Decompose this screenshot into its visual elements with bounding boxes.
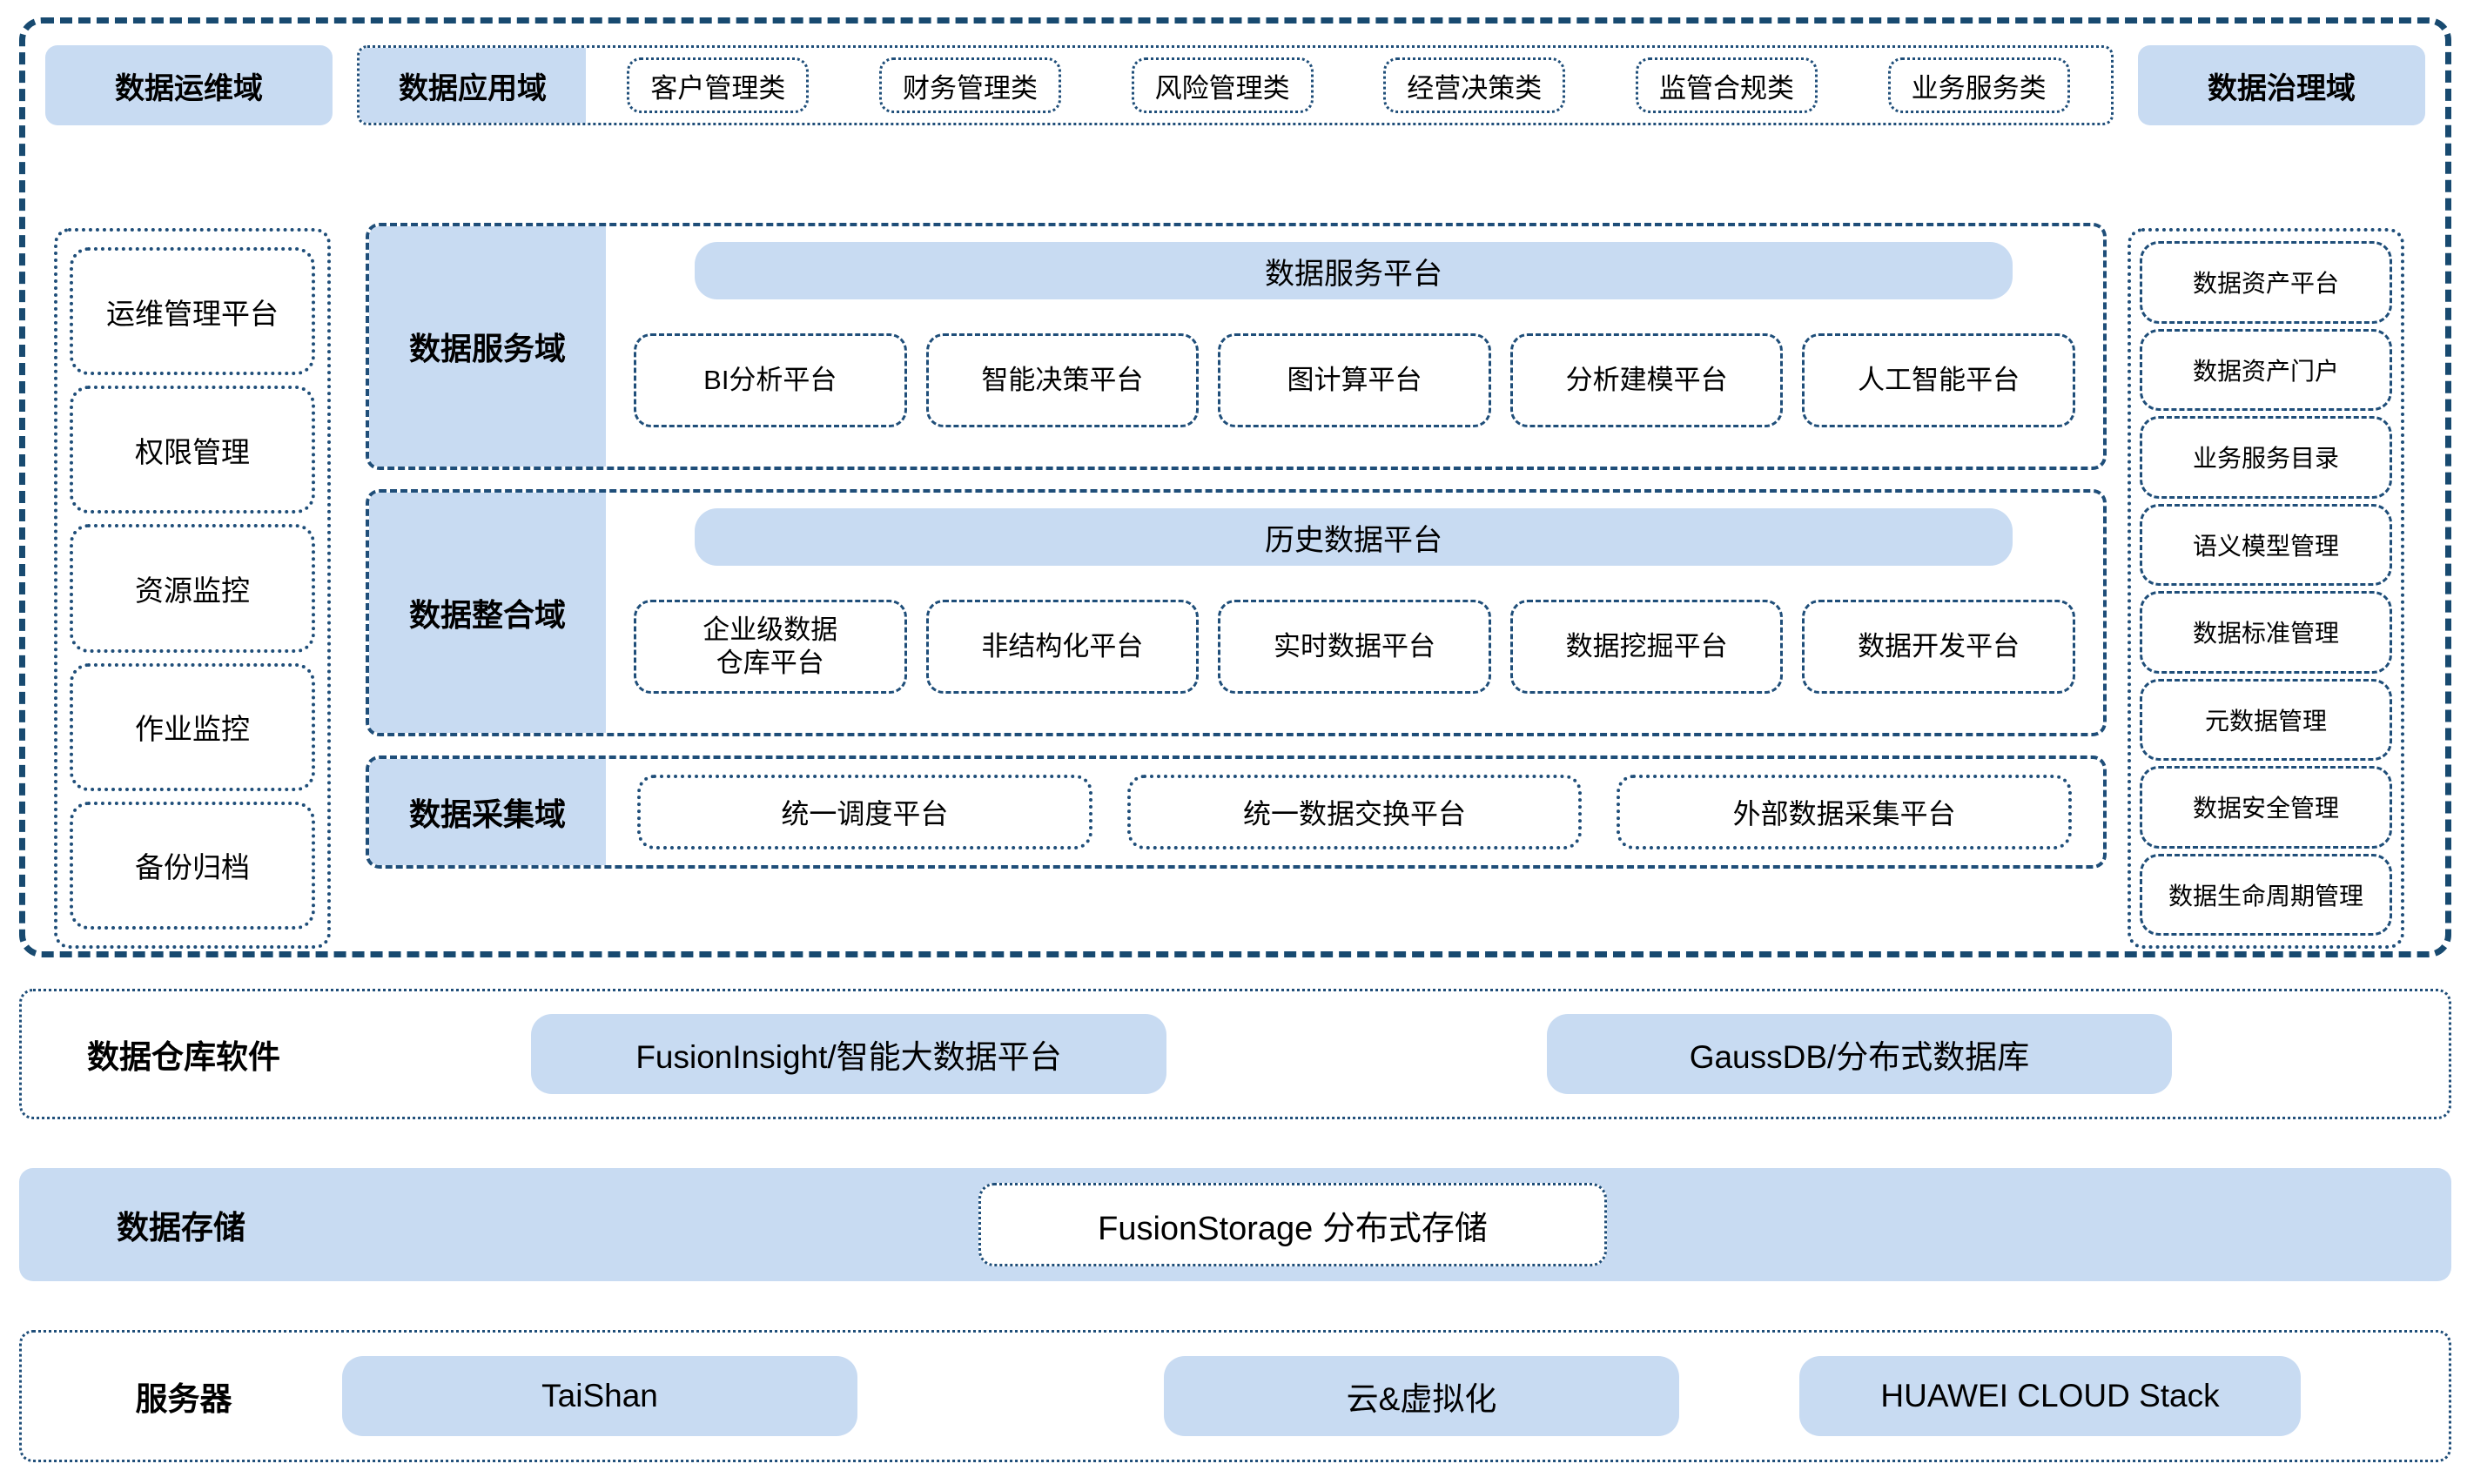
integration-domain-band: 数据整合域 历史数据平台 企业级数据仓库平台 非结构化平台 实时数据平台 数据挖…	[366, 489, 2107, 736]
service-domain-title: 数据服务域	[369, 226, 606, 467]
top-domain-row: 数据运维域 数据应用域 客户管理类 财务管理类 风险管理类 经营决策类 监管合规…	[45, 45, 2425, 125]
governance-item[interactable]: 数据标准管理	[2140, 591, 2392, 674]
governance-item[interactable]: 数据安全管理	[2140, 766, 2392, 849]
server-item-virtualization[interactable]: 云&虚拟化	[1164, 1356, 1679, 1436]
governance-item[interactable]: 数据资产门户	[2140, 328, 2392, 411]
integration-platform-item[interactable]: 非结构化平台	[925, 600, 1200, 694]
service-platform-item[interactable]: 智能决策平台	[925, 333, 1200, 427]
ops-domain-title: 数据运维域	[45, 45, 333, 125]
server-layer: 服务器 TaiShan 云&虚拟化 HUAWEI CLOUD Stack	[19, 1330, 2451, 1462]
app-category-list: 客户管理类 财务管理类 风险管理类 经营决策类 监管合规类 业务服务类	[586, 48, 2111, 123]
server-item-taishan[interactable]: TaiShan	[342, 1356, 857, 1436]
collection-platform-item[interactable]: 统一调度平台	[637, 775, 1092, 849]
server-item-huawei-cloud-stack[interactable]: HUAWEI CLOUD Stack	[1799, 1356, 2301, 1436]
server-layer-items: TaiShan 云&虚拟化 HUAWEI CLOUD Stack	[342, 1333, 2449, 1460]
governance-item[interactable]: 语义模型管理	[2140, 503, 2392, 586]
collection-domain-body: 统一调度平台 统一数据交换平台 外部数据采集平台	[606, 759, 2103, 865]
data-service-platform-bar[interactable]: 数据服务平台	[695, 242, 2013, 299]
service-domain-band: 数据服务域 数据服务平台 BI分析平台 智能决策平台 图计算平台 分析建模平台 …	[366, 223, 2107, 470]
storage-layer-title: 数据存储	[117, 1210, 245, 1246]
ops-domain-item[interactable]: 资源监控	[70, 524, 315, 653]
ops-domain-item[interactable]: 备份归档	[70, 801, 315, 930]
integration-platform-item[interactable]: 实时数据平台	[1218, 600, 1491, 694]
app-category-chip[interactable]: 客户管理类	[627, 57, 810, 113]
app-category-chip[interactable]: 风险管理类	[1131, 57, 1314, 113]
service-platform-item[interactable]: 图计算平台	[1218, 333, 1491, 427]
governance-item[interactable]: 数据资产平台	[2140, 241, 2392, 324]
integration-platform-item[interactable]: 企业级数据仓库平台	[634, 600, 907, 694]
center-domain-stack: 数据服务域 数据服务平台 BI分析平台 智能决策平台 图计算平台 分析建模平台 …	[366, 223, 2107, 954]
warehouse-item-gaussdb[interactable]: GaussDB/分布式数据库	[1547, 1014, 2172, 1094]
warehouse-layer-items: FusionInsight/智能大数据平台 GaussDB/分布式数据库	[346, 991, 2449, 1117]
service-platform-item[interactable]: BI分析平台	[634, 333, 907, 427]
collection-platform-item[interactable]: 外部数据采集平台	[1617, 775, 2073, 849]
collection-domain-title: 数据采集域	[369, 759, 606, 865]
warehouse-layer-title: 数据仓库软件	[87, 1039, 280, 1075]
ops-domain-item[interactable]: 作业监控	[70, 662, 315, 791]
service-domain-body: 数据服务平台 BI分析平台 智能决策平台 图计算平台 分析建模平台 人工智能平台	[606, 226, 2103, 467]
app-category-chip[interactable]: 业务服务类	[1887, 57, 2070, 113]
storage-item-fusionstorage[interactable]: FusionStorage 分布式存储	[978, 1183, 1607, 1266]
app-category-chip[interactable]: 监管合规类	[1635, 57, 1818, 113]
integration-domain-title: 数据整合域	[369, 493, 606, 733]
governance-domain-list: 数据资产平台 数据资产门户 业务服务目录 语义模型管理 数据标准管理 元数据管理…	[2128, 228, 2404, 949]
integration-platform-item[interactable]: 数据挖掘平台	[1509, 600, 1784, 694]
app-category-chip[interactable]: 财务管理类	[878, 57, 1061, 113]
storage-layer-items: FusionStorage 分布式存储	[343, 1168, 2451, 1281]
governance-item[interactable]: 数据生命周期管理	[2140, 853, 2392, 936]
app-category-chip[interactable]: 经营决策类	[1383, 57, 1566, 113]
history-data-platform-bar[interactable]: 历史数据平台	[695, 508, 2013, 566]
governance-item[interactable]: 业务服务目录	[2140, 416, 2392, 499]
ops-domain-item[interactable]: 运维管理平台	[70, 247, 315, 376]
app-domain-title: 数据应用域	[360, 48, 586, 123]
ops-domain-list: 运维管理平台 权限管理 资源监控 作业监控 备份归档	[54, 228, 331, 949]
service-platform-item[interactable]: 人工智能平台	[1802, 333, 2075, 427]
server-layer-title: 服务器	[135, 1381, 232, 1417]
collection-platform-list: 统一调度平台 统一数据交换平台 外部数据采集平台	[629, 775, 2080, 849]
warehouse-software-layer: 数据仓库软件 FusionInsight/智能大数据平台 GaussDB/分布式…	[19, 989, 2451, 1119]
integration-platform-item[interactable]: 数据开发平台	[1802, 600, 2075, 694]
collection-domain-band: 数据采集域 统一调度平台 统一数据交换平台 外部数据采集平台	[366, 755, 2107, 869]
app-domain-group: 数据应用域 客户管理类 财务管理类 风险管理类 经营决策类 监管合规类 业务服务…	[357, 45, 2114, 125]
governance-item[interactable]: 元数据管理	[2140, 678, 2392, 761]
collection-platform-item[interactable]: 统一数据交换平台	[1126, 775, 1583, 849]
service-platform-list: BI分析平台 智能决策平台 图计算平台 分析建模平台 人工智能平台	[629, 312, 2080, 449]
warehouse-item-fusioninsight[interactable]: FusionInsight/智能大数据平台	[531, 1014, 1166, 1094]
governance-domain-title: 数据治理域	[2138, 45, 2425, 125]
integration-platform-list: 企业级数据仓库平台 非结构化平台 实时数据平台 数据挖掘平台 数据开发平台	[629, 578, 2080, 715]
ops-domain-item[interactable]: 权限管理	[70, 386, 315, 514]
integration-domain-body: 历史数据平台 企业级数据仓库平台 非结构化平台 实时数据平台 数据挖掘平台 数据…	[606, 493, 2103, 733]
data-storage-layer: 数据存储 FusionStorage 分布式存储	[19, 1168, 2451, 1281]
service-platform-item[interactable]: 分析建模平台	[1509, 333, 1784, 427]
